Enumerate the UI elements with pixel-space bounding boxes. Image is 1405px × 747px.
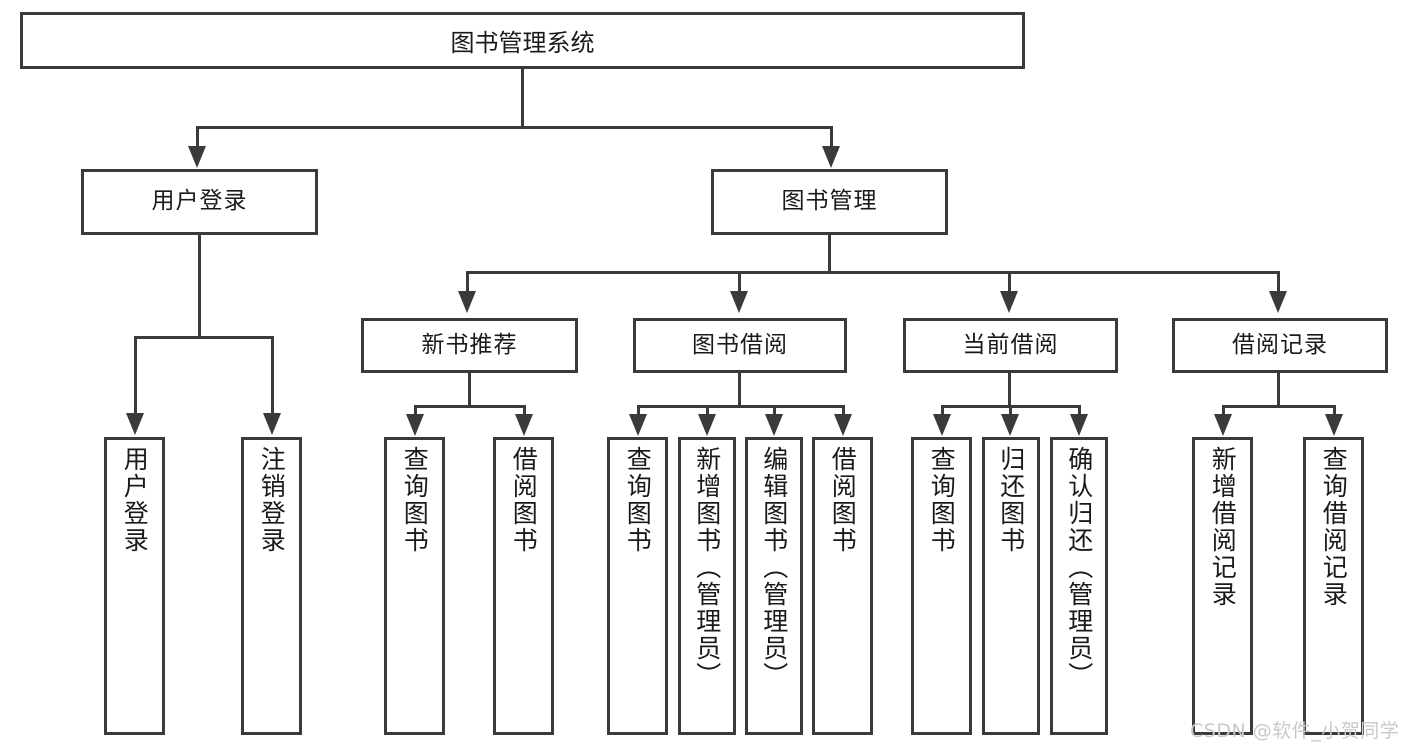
leaf-label: 用户登录	[120, 446, 150, 554]
edge-drop-leaf-user-login-2	[271, 336, 274, 418]
edge-user-login-stem	[198, 235, 201, 337]
node-book-borrow[interactable]: 图书借阅	[633, 318, 847, 373]
edge-drop-leaf-book-borrow-3	[773, 405, 776, 419]
node-label: 用户登录	[151, 188, 248, 215]
leaf-current-borrow-confirm[interactable]: 确认归还（管理员）	[1050, 437, 1108, 735]
arrow-new-book	[458, 291, 476, 313]
leaf-new-book-borrow[interactable]: 借阅图书	[493, 437, 554, 735]
node-label: 当前借阅	[962, 331, 1059, 358]
arrow-leaf-new-book-1	[406, 414, 424, 436]
leaf-label: 查询图书	[927, 446, 957, 554]
leaf-user-login-logout[interactable]: 注销登录	[241, 437, 302, 735]
node-new-book-recommend[interactable]: 新书推荐	[361, 318, 578, 373]
arrow-leaf-user-login-1	[126, 413, 144, 435]
arrow-leaf-book-borrow-1	[629, 414, 647, 436]
arrow-leaf-borrow-record-1	[1214, 414, 1232, 436]
edge-drop-leaf-borrow-record-2	[1333, 405, 1336, 419]
arrow-leaf-new-book-2	[515, 414, 533, 436]
leaf-new-book-query[interactable]: 查询图书	[384, 437, 445, 735]
leaf-label: 借阅图书	[828, 446, 858, 554]
edge-current-borrow-stem	[1008, 373, 1011, 407]
csdn-watermark: CSDN @软件_小贺同学	[1190, 716, 1399, 743]
leaf-label: 查询借阅记录	[1319, 446, 1349, 608]
edge-drop-book-management	[830, 126, 833, 150]
leaf-current-borrow-return[interactable]: 归还图书	[982, 437, 1040, 735]
arrow-leaf-current-borrow-2	[1001, 414, 1019, 436]
leaf-label: 新增图书（管理员）	[692, 446, 722, 689]
arrow-leaf-borrow-record-2	[1325, 414, 1343, 436]
edge-drop-leaf-current-borrow-3	[1078, 405, 1081, 419]
arrow-leaf-book-borrow-3	[765, 414, 783, 436]
leaf-label: 注销登录	[257, 446, 287, 554]
node-label: 新书推荐	[421, 331, 518, 358]
edge-drop-user-login	[196, 126, 199, 150]
edge-borrow-record-bus	[1222, 405, 1336, 408]
leaf-label: 查询图书	[400, 446, 430, 554]
edge-new-book-stem	[468, 373, 471, 407]
node-current-borrow[interactable]: 当前借阅	[903, 318, 1118, 373]
edge-root-stem	[521, 69, 524, 126]
edge-drop-new-book	[466, 271, 469, 295]
leaf-label: 新增借阅记录	[1208, 446, 1238, 608]
arrow-leaf-book-borrow-2	[698, 414, 716, 436]
leaf-label: 查询图书	[623, 446, 653, 554]
node-borrow-record[interactable]: 借阅记录	[1172, 318, 1388, 373]
edge-drop-leaf-new-book-2	[523, 405, 526, 419]
leaf-borrow-record-add[interactable]: 新增借阅记录	[1192, 437, 1253, 735]
edge-book-management-stem	[828, 235, 831, 273]
edge-borrow-record-stem	[1277, 373, 1280, 407]
leaf-label: 归还图书	[996, 446, 1026, 554]
edge-new-book-bus	[414, 405, 526, 408]
arrow-current-borrow	[1000, 291, 1018, 313]
edge-drop-leaf-current-borrow-1	[941, 405, 944, 419]
node-label: 借阅记录	[1232, 331, 1328, 358]
edge-drop-leaf-user-login-1	[134, 336, 137, 418]
edge-drop-leaf-new-book-1	[414, 405, 417, 419]
leaf-user-login-login[interactable]: 用户登录	[104, 437, 165, 735]
node-label: 图书借阅	[692, 331, 788, 358]
node-user-login[interactable]: 用户登录	[81, 169, 318, 235]
edge-book-borrow-bus	[637, 405, 845, 408]
leaf-book-borrow-add[interactable]: 新增图书（管理员）	[678, 437, 736, 735]
edge-level2-bus	[196, 126, 833, 129]
leaf-book-borrow-edit[interactable]: 编辑图书（管理员）	[745, 437, 803, 735]
leaf-label: 借阅图书	[509, 446, 539, 554]
leaf-current-borrow-query[interactable]: 查询图书	[911, 437, 972, 735]
edge-drop-current-borrow	[1008, 271, 1011, 295]
arrow-book-management	[822, 146, 840, 168]
edge-drop-leaf-book-borrow-2	[706, 405, 709, 419]
edge-drop-book-borrow	[738, 271, 741, 295]
edge-user-login-bus	[134, 336, 274, 339]
leaf-borrow-record-query[interactable]: 查询借阅记录	[1303, 437, 1364, 735]
leaf-book-borrow-query[interactable]: 查询图书	[607, 437, 668, 735]
node-label: 图书管理系统	[450, 29, 595, 57]
leaf-label: 编辑图书（管理员）	[759, 446, 789, 689]
arrow-user-login	[188, 146, 206, 168]
edge-drop-leaf-borrow-record-1	[1222, 405, 1225, 419]
arrow-borrow-record	[1269, 291, 1287, 313]
node-root-book-management-system[interactable]: 图书管理系统	[20, 12, 1025, 69]
leaf-label: 确认归还（管理员）	[1064, 446, 1094, 689]
node-label: 图书管理	[781, 188, 878, 215]
arrow-leaf-book-borrow-4	[834, 414, 852, 436]
watermark-text: CSDN @软件_小贺同学	[1190, 720, 1400, 742]
leaf-book-borrow-borrow[interactable]: 借阅图书	[812, 437, 873, 735]
node-book-management[interactable]: 图书管理	[711, 169, 948, 235]
arrow-leaf-current-borrow-1	[933, 414, 951, 436]
arrow-book-borrow	[730, 291, 748, 313]
edge-drop-leaf-current-borrow-2	[1009, 405, 1012, 419]
edge-drop-leaf-book-borrow-1	[637, 405, 640, 419]
arrow-leaf-user-login-2	[263, 413, 281, 435]
edge-drop-borrow-record	[1277, 271, 1280, 295]
edge-level3-bus	[466, 271, 1280, 274]
arrow-leaf-current-borrow-3	[1070, 414, 1088, 436]
edge-drop-leaf-book-borrow-4	[842, 405, 845, 419]
edge-book-borrow-stem	[738, 373, 741, 407]
